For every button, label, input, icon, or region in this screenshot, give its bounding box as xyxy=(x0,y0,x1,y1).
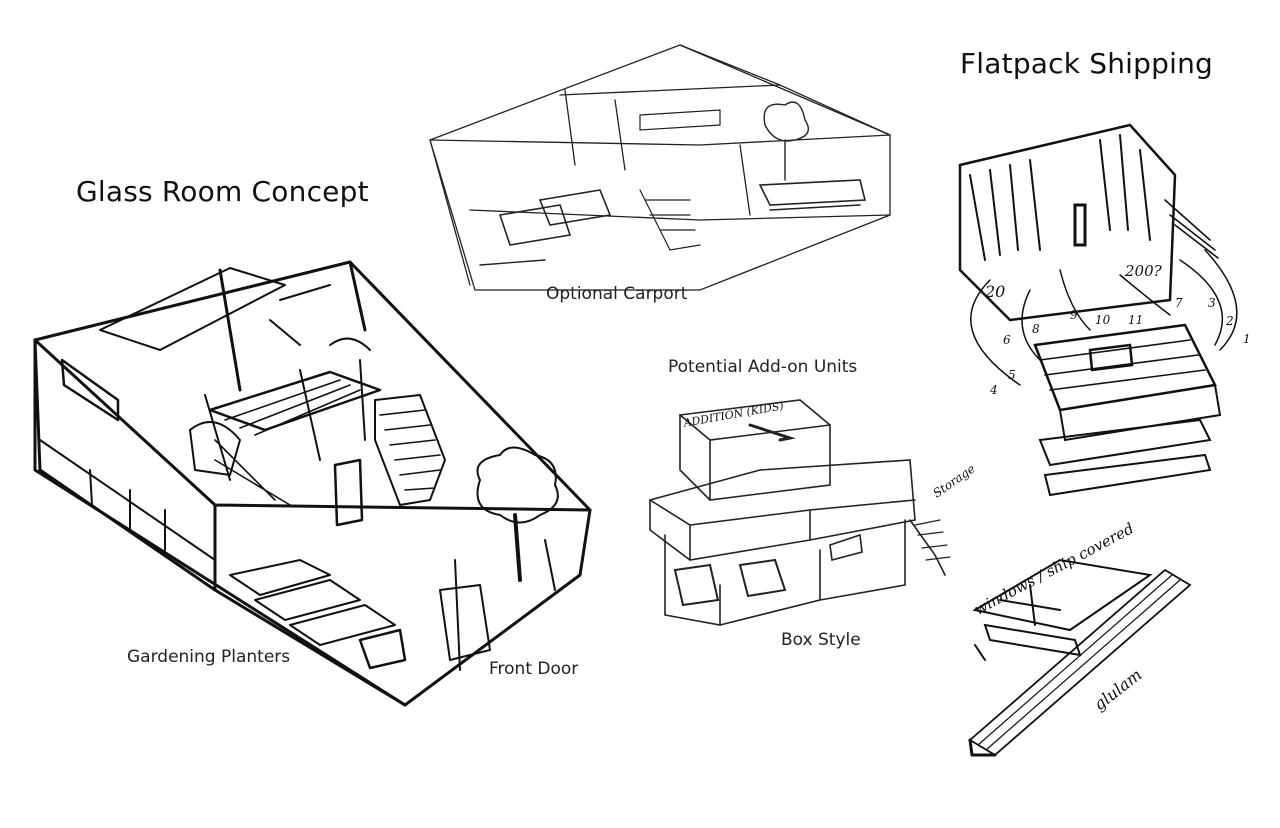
part-number: 20 xyxy=(985,282,1006,301)
part-number: 10 xyxy=(1095,313,1111,327)
part-number: 3 xyxy=(1208,296,1216,310)
part-number: 8 xyxy=(1032,322,1040,336)
box-style-label: Box Style xyxy=(781,630,861,650)
part-number: 11 xyxy=(1128,313,1144,327)
carport-sketch xyxy=(429,44,891,291)
part-number: 9 xyxy=(1070,308,1078,322)
front-door-label: Front Door xyxy=(489,659,579,679)
part-number: 200? xyxy=(1125,262,1162,280)
part-number: 4 xyxy=(990,383,998,397)
flatpack-title: Flatpack Shipping xyxy=(960,47,1214,80)
part-number: 5 xyxy=(1008,368,1016,382)
part-number: 1 xyxy=(1243,332,1251,346)
gardening-planters-label: Gardening Planters xyxy=(127,647,291,667)
potential-addons-label: Potential Add-on Units xyxy=(668,357,858,377)
part-number: 6 xyxy=(1003,333,1011,347)
part-number: 7 xyxy=(1175,296,1183,310)
flatpack-sketch xyxy=(958,123,1238,757)
box-style-sketch xyxy=(649,399,951,626)
part-number: 2 xyxy=(1226,314,1234,328)
glass-room-sketch xyxy=(33,260,592,707)
glass-room-title: Glass Room Concept xyxy=(76,175,369,208)
optional-carport-label: Optional Carport xyxy=(546,284,688,304)
